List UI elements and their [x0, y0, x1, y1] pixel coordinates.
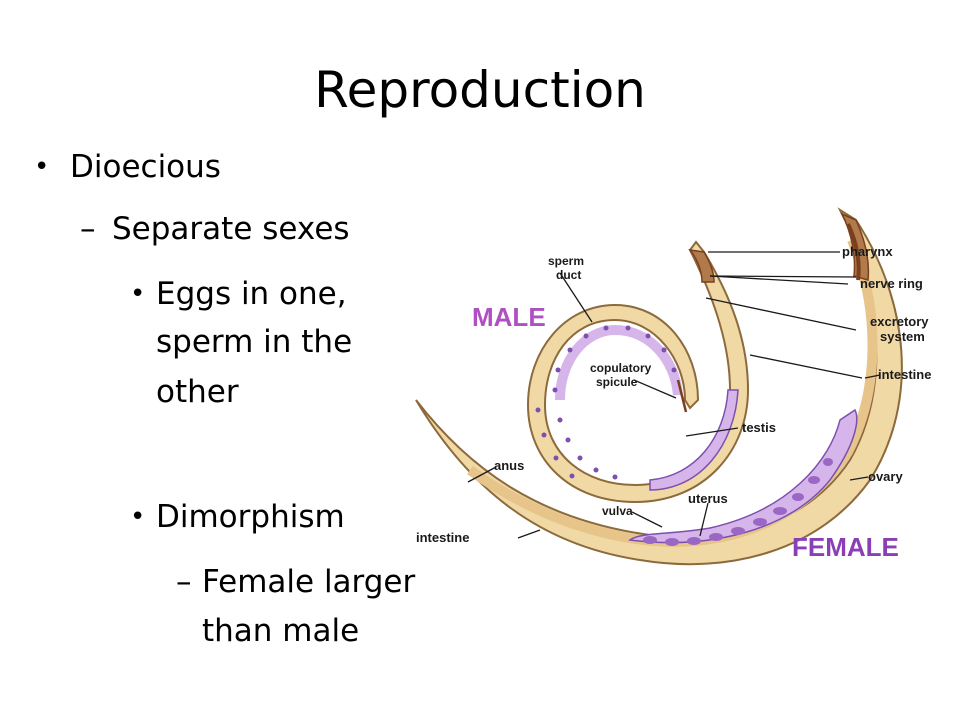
- label-female: FEMALE: [792, 532, 899, 562]
- label-vulva: vulva: [602, 504, 633, 518]
- label-ovary: ovary: [868, 469, 903, 484]
- male-testis: [649, 389, 739, 491]
- bullet-marker: •: [34, 152, 50, 182]
- label-copulatory-line1: copulatory: [590, 361, 652, 375]
- bullet-eggs-line2: sperm in the: [156, 324, 353, 360]
- slide-title: Reproduction: [314, 61, 646, 119]
- label-sperm-duct-line1: sperm: [548, 254, 584, 268]
- dash-marker: –: [80, 211, 96, 247]
- copulatory-spicule: [676, 379, 688, 413]
- male-head: [688, 248, 715, 283]
- label-testis: testis: [742, 420, 776, 435]
- label-excretory-line2: system: [880, 329, 925, 344]
- female-eggs: [643, 458, 833, 546]
- label-male: MALE: [472, 302, 546, 332]
- female-body: [415, 207, 903, 566]
- label-nerve-ring: nerve ring: [860, 276, 923, 291]
- label-pharynx: pharynx: [842, 244, 893, 259]
- female-worm: [415, 207, 903, 566]
- label-copulatory-line2: spicule: [596, 375, 638, 389]
- bullet-marker: •: [130, 279, 146, 309]
- bullet-separate-sexes: Separate sexes: [112, 211, 350, 247]
- leader-lines: [467, 251, 881, 539]
- dash-marker: –: [176, 564, 192, 600]
- label-uterus: uterus: [688, 491, 728, 506]
- label-intestine-left: intestine: [416, 530, 469, 545]
- bullet-female-larger-line1: Female larger: [202, 564, 416, 600]
- bullet-dioecious: Dioecious: [70, 149, 221, 185]
- bullet-eggs-line1: Eggs in one,: [156, 276, 347, 312]
- bullet-dimorphism: Dimorphism: [156, 499, 345, 535]
- male-body: [526, 240, 750, 504]
- bullet-marker: •: [130, 502, 146, 532]
- label-anus: anus: [494, 458, 524, 473]
- label-sperm-duct-line2: duct: [556, 268, 581, 282]
- nematode-diagram: sperm duct MALE copulatory spicule testi…: [415, 207, 931, 566]
- label-excretory-line1: excretory: [870, 314, 929, 329]
- label-intestine-right: intestine: [878, 367, 931, 382]
- female-ovary: [628, 408, 858, 544]
- bullet-female-larger-line2: than male: [202, 613, 360, 649]
- female-pharynx: [846, 223, 861, 281]
- male-sperm-dots: [535, 325, 677, 480]
- bullet-eggs-line3: other: [156, 374, 239, 410]
- male-worm: [526, 240, 750, 504]
- male-sperm-duct: [555, 324, 683, 401]
